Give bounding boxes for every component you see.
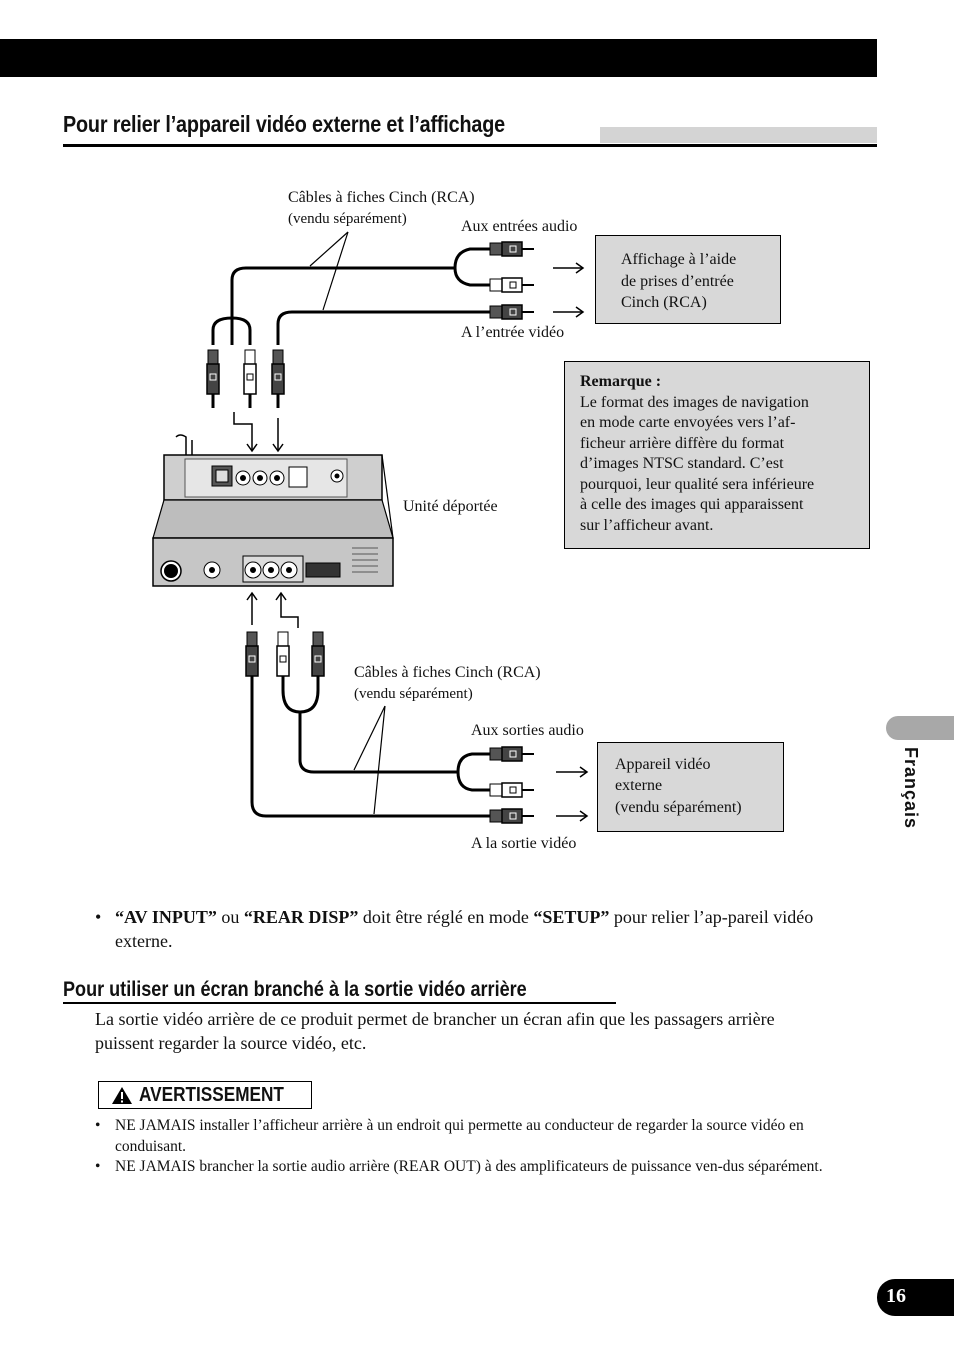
note-line: à celle des images qui apparaissent <box>580 496 804 513</box>
external-box-line-2: externe <box>615 777 663 794</box>
bullet-or: ou <box>216 907 244 927</box>
bullet-dot: • <box>95 1158 101 1175</box>
top-black-bar <box>0 39 877 77</box>
language-label: Français <box>901 747 921 830</box>
av-input-term: “AV INPUT” <box>115 907 217 927</box>
warning-item-text: NE JAMAIS brancher la sortie audio arriè… <box>115 1158 823 1175</box>
external-device-box: Appareil vidéo externe (vendu séparément… <box>597 742 784 832</box>
note-line: d’images NTSC standard. C’est <box>580 455 784 472</box>
note-line: en mode carte envoyées vers l’af- <box>580 414 796 431</box>
bullet-dot: • <box>95 1117 101 1134</box>
display-box-line-2: de prises d’entrée <box>621 273 734 290</box>
page-number-tab: 16 <box>877 1279 954 1316</box>
note-title: Remarque : <box>580 373 662 390</box>
section-title: Pour relier l’appareil vidéo externe et … <box>63 111 505 137</box>
page-number: 16 <box>886 1285 906 1307</box>
section2-paragraph: La sortie vidéo arrière de ce produit pe… <box>95 1009 775 1053</box>
note-line: Le format des images de navigation <box>580 394 809 411</box>
setup-term: “SETUP” <box>533 907 610 927</box>
warning-item-text: NE JAMAIS installer l’afficheur arrière … <box>115 1117 804 1155</box>
section2-rule <box>63 1002 616 1004</box>
video-input-label: A l’entrée vidéo <box>461 324 565 341</box>
section2-title: Pour utiliser un écran branché à la sort… <box>63 978 527 1001</box>
external-box-line-1: Appareil vidéo <box>615 756 711 773</box>
display-box: Affichage à l’aide de prises d’entrée Ci… <box>595 235 781 324</box>
bullet-dot: • <box>95 907 102 927</box>
display-box-line-1: Affichage à l’aide <box>621 251 737 268</box>
remote-unit-label: Unité déportée <box>403 498 498 515</box>
note-box: Remarque : Le format des images de navig… <box>564 361 870 549</box>
note-line: pourquoi, leur qualité sera inférieure <box>580 476 815 493</box>
bullet-end: pour relier l’ap-pareil vidéo externe. <box>115 907 814 951</box>
warning-label: AVERTISSEMENT <box>139 1084 284 1106</box>
top-cables-label-2: (vendu séparément) <box>288 211 407 227</box>
language-tab <box>886 716 954 740</box>
warning-triangle-icon <box>112 1087 132 1104</box>
display-box-line-3: Cinch (RCA) <box>621 294 707 311</box>
aux-outputs-audio-label: Aux sorties audio <box>471 722 584 739</box>
top-cables-label-1: Câbles à fiches Cinch (RCA) <box>288 189 475 206</box>
title-rule <box>63 144 877 147</box>
rear-disp-term: “REAR DISP” <box>243 907 359 927</box>
external-box-line-3: (vendu séparément) <box>615 799 742 816</box>
warning-header: AVERTISSEMENT <box>98 1081 312 1109</box>
bottom-cables-label-1: Câbles à fiches Cinch (RCA) <box>354 664 541 681</box>
video-output-label: A la sortie vidéo <box>471 835 577 852</box>
aux-inputs-audio-label: Aux entrées audio <box>461 218 578 235</box>
title-grey-band <box>600 127 877 143</box>
bullet-text: “AV INPUT” ou “REAR DISP” doit être régl… <box>115 905 825 953</box>
note-line: ficheur arrière diffère du format <box>580 435 785 452</box>
bullet-middle: doit être réglé en mode <box>358 907 534 927</box>
bottom-cables-label-2: (vendu séparément) <box>354 686 473 702</box>
note-line: sur l’afficheur avant. <box>580 517 714 534</box>
